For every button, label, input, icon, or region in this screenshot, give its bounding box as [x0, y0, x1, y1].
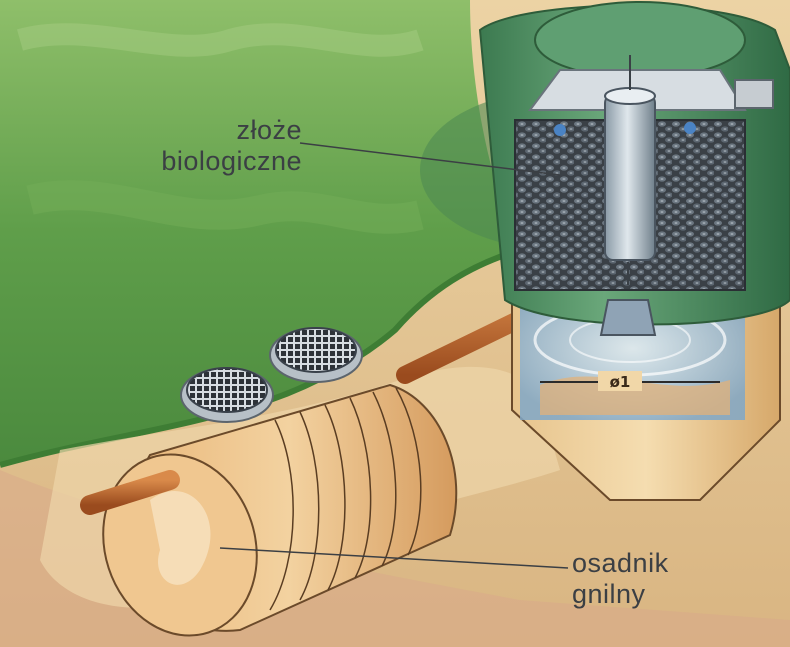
septic-tank: [102, 383, 458, 637]
label-septic-tank: osadnik gnilny: [572, 548, 669, 610]
lawn-surface: [0, 0, 520, 465]
lawn-edge: [0, 247, 521, 468]
label-biological-bed: złoże biologiczne: [124, 115, 302, 177]
lawn-shade: [26, 180, 424, 234]
inspection-hatch-right: [269, 327, 363, 383]
lawn-highlight: [16, 23, 424, 57]
inspection-hatch-left: [180, 367, 274, 423]
label-septic-tank-line2: gnilny: [572, 579, 646, 609]
label-septic-tank-line1: osadnik: [572, 548, 669, 578]
leader-line-septic-tank: [219, 547, 569, 569]
diameter-mark: ø1: [610, 373, 631, 391]
diameter-label-bg: [598, 371, 642, 391]
inlet-pipe: [80, 470, 180, 515]
label-biological-bed-line2: biologiczne: [161, 146, 302, 176]
biofilter-tank: ø1: [420, 1, 790, 501]
leader-line-biological-bed: [299, 142, 561, 176]
label-biological-bed-line1: złoże: [236, 115, 302, 145]
